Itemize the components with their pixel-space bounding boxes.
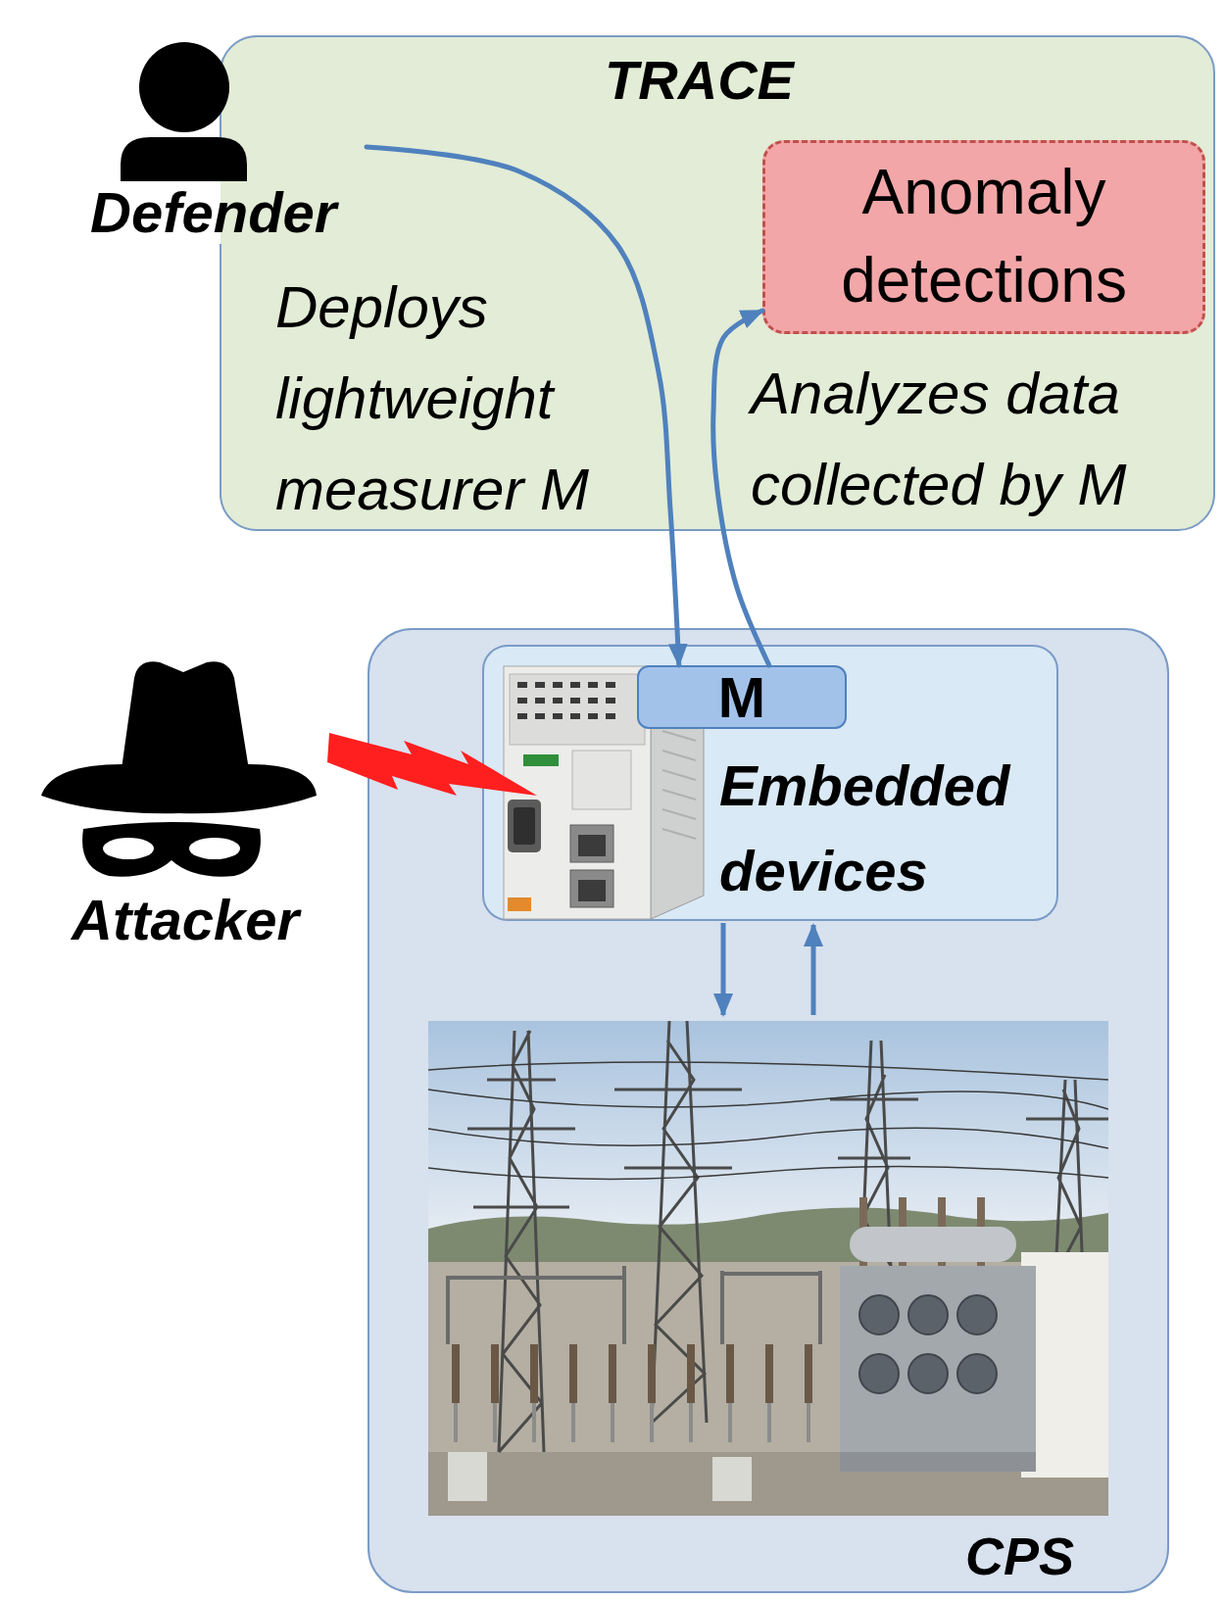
flow-arrow xyxy=(713,310,770,666)
text-slot: Defender xyxy=(90,181,359,245)
region-title: CPS xyxy=(965,1527,1075,1586)
sensing-arrow xyxy=(811,925,817,1016)
edge-label-slot: Analyzes data collected by M xyxy=(750,347,1163,531)
text-slot: CPS xyxy=(965,1527,1075,1586)
flow-arrow xyxy=(366,147,680,666)
text-slot: Attacker xyxy=(71,888,332,952)
text-slot: M xyxy=(638,667,845,728)
box-label: Anomaly detections xyxy=(777,148,1191,325)
attack-bolt xyxy=(327,733,538,796)
text-slot: TRACE xyxy=(221,49,1177,111)
edge-label: Analyzes data collected by M xyxy=(750,347,1163,531)
anomaly-box: Anomaly detections xyxy=(762,140,1206,335)
text-slot: Embedded devices xyxy=(719,742,1053,914)
actor-label: Attacker xyxy=(71,888,332,952)
box-label: M xyxy=(718,669,766,727)
attacker-icon xyxy=(41,661,317,877)
region-title: TRACE xyxy=(221,49,1177,111)
actor-label: Defender xyxy=(90,181,337,245)
box-label: Embedded devices xyxy=(719,742,1053,914)
text-slot: Anomaly detections xyxy=(777,154,1191,320)
device-box: M Embedded devices xyxy=(482,644,1059,922)
edge-label: Deploys lightweight measurer M xyxy=(275,261,638,536)
measurer-box: M xyxy=(637,665,847,730)
defender-icon xyxy=(120,42,247,189)
substation-photo xyxy=(428,1021,1109,1517)
edge-label-slot: Deploys lightweight measurer M xyxy=(275,261,638,536)
control-arrow xyxy=(721,923,727,1016)
